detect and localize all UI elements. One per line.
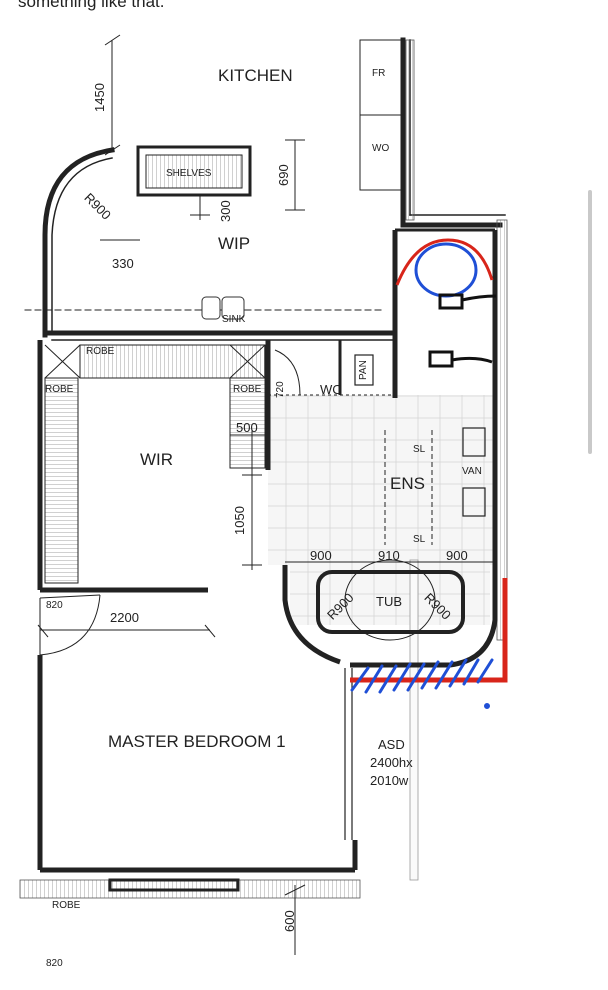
bedroom-walls (37, 594, 358, 892)
dim-330: 330 (112, 256, 134, 271)
label-wc: WC (320, 382, 342, 397)
dim-300: 300 (218, 200, 233, 222)
dim-1050: 1050 (232, 506, 247, 535)
dim-720: 720 (275, 381, 286, 398)
label-shower-light-1: SL (413, 444, 426, 455)
label-master-bedroom: MASTER BEDROOM 1 (108, 732, 286, 751)
label-sink: SINK (222, 314, 246, 325)
dim-910: 910 (378, 548, 400, 563)
dim-690: 690 (276, 164, 291, 186)
kitchen-walls (24, 37, 506, 341)
dim-1450: 1450 (92, 83, 107, 112)
caption-text: something like that. (18, 0, 165, 11)
annotation-blue-hatching (350, 658, 494, 709)
asd-label-2: 2400hx (370, 755, 413, 770)
label-shower-light-2: SL (413, 534, 426, 545)
dim-900-right: 900 (446, 548, 468, 563)
sink (201, 296, 245, 320)
label-ens: ENS (390, 474, 425, 493)
label-wir: WIR (140, 450, 174, 469)
dim-2200: 2200 (110, 610, 139, 625)
label-robe-top: ROBE (86, 346, 115, 357)
label-robe-left: ROBE (45, 384, 74, 395)
dim-500: 500 (236, 420, 258, 435)
annotation-blue-circle (414, 242, 478, 298)
label-pan: PAN (358, 360, 369, 380)
scrollbar[interactable] (588, 190, 592, 454)
wir-walls (37, 340, 271, 593)
label-robe-right: ROBE (233, 384, 262, 395)
label-tub: TUB (376, 594, 402, 609)
dim-820-bottom: 820 (46, 958, 63, 969)
annotation-black-marks (428, 293, 497, 368)
dim-820-door: 820 (46, 600, 63, 611)
dim-900-left: 900 (310, 548, 332, 563)
dimension-lines (37, 34, 495, 955)
label-wip: WIP (218, 234, 251, 253)
asd-label-3: 2010w (370, 773, 409, 788)
label-shelves: SHELVES (166, 168, 212, 179)
dim-600: 600 (282, 910, 297, 932)
label-kitchen: KITCHEN (218, 66, 293, 85)
label-wall-oven: WO (372, 143, 390, 154)
annotation-red-arc (395, 238, 494, 286)
label-robe-bottom: ROBE (52, 900, 81, 911)
label-fridge: FR (372, 68, 386, 79)
label-van: VAN (462, 466, 482, 477)
asd-label-1: ASD (378, 737, 405, 752)
